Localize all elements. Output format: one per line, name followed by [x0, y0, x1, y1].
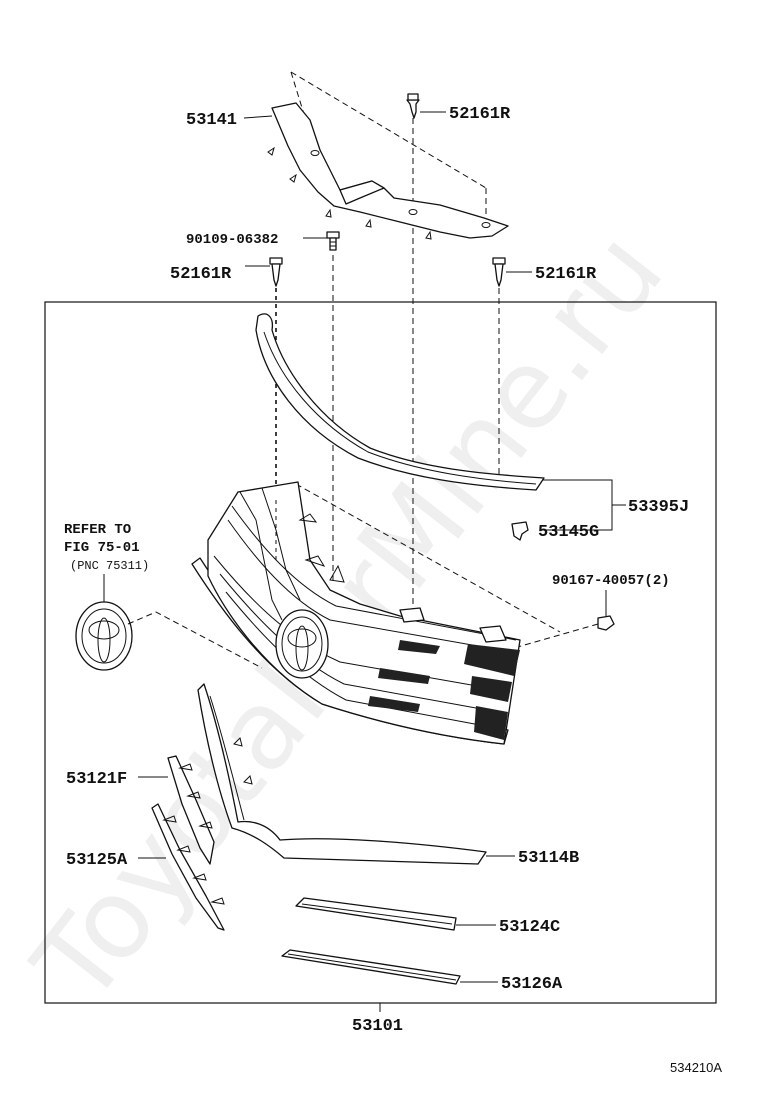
- screw-icon: [597, 590, 615, 631]
- upper-molding-53395j: [255, 313, 545, 491]
- label-52161r-top: 52161R: [449, 105, 511, 124]
- label-53124c: 53124C: [499, 918, 560, 937]
- label-90167-40057: 90167-40057(2): [552, 573, 670, 589]
- clip-icon: [492, 257, 506, 287]
- label-53114b: 53114B: [518, 849, 579, 868]
- label-52161r-right: 52161R: [535, 265, 597, 284]
- strip-53124c: [295, 897, 457, 931]
- side-molding-53121f: [167, 755, 215, 865]
- radiator-grille-body: [191, 481, 521, 745]
- label-53125a: 53125A: [66, 851, 128, 870]
- side-molding-53125a: [151, 803, 225, 931]
- toyota-emblem-icon: [75, 601, 133, 671]
- lower-molding-53114b: [197, 683, 487, 865]
- screw-icon: [326, 231, 340, 251]
- refer-line-2: FIG 75-01: [64, 540, 140, 556]
- refer-line-3: (PNC 75311): [70, 559, 149, 573]
- toyota-emblem-icon: [275, 609, 329, 679]
- label-53141: 53141: [186, 111, 237, 130]
- label-90109-06382: 90109-06382: [186, 232, 278, 248]
- label-53145g: 53145G: [538, 523, 599, 542]
- label-53101: 53101: [352, 1017, 403, 1036]
- figure-code: 534210A: [670, 1060, 722, 1075]
- clip-icon: [269, 257, 283, 287]
- strip-53126a: [281, 949, 461, 985]
- lead-53141: [243, 115, 273, 119]
- upper-cover-53141: [267, 71, 509, 610]
- label-53395j: 53395J: [628, 498, 689, 517]
- refer-line-1: REFER TO: [64, 522, 131, 538]
- clip-icon: [406, 93, 420, 119]
- label-53126a: 53126A: [501, 975, 563, 994]
- label-53121f: 53121F: [66, 770, 127, 789]
- clip-icon: [511, 521, 529, 541]
- label-52161r-left: 52161R: [170, 265, 232, 284]
